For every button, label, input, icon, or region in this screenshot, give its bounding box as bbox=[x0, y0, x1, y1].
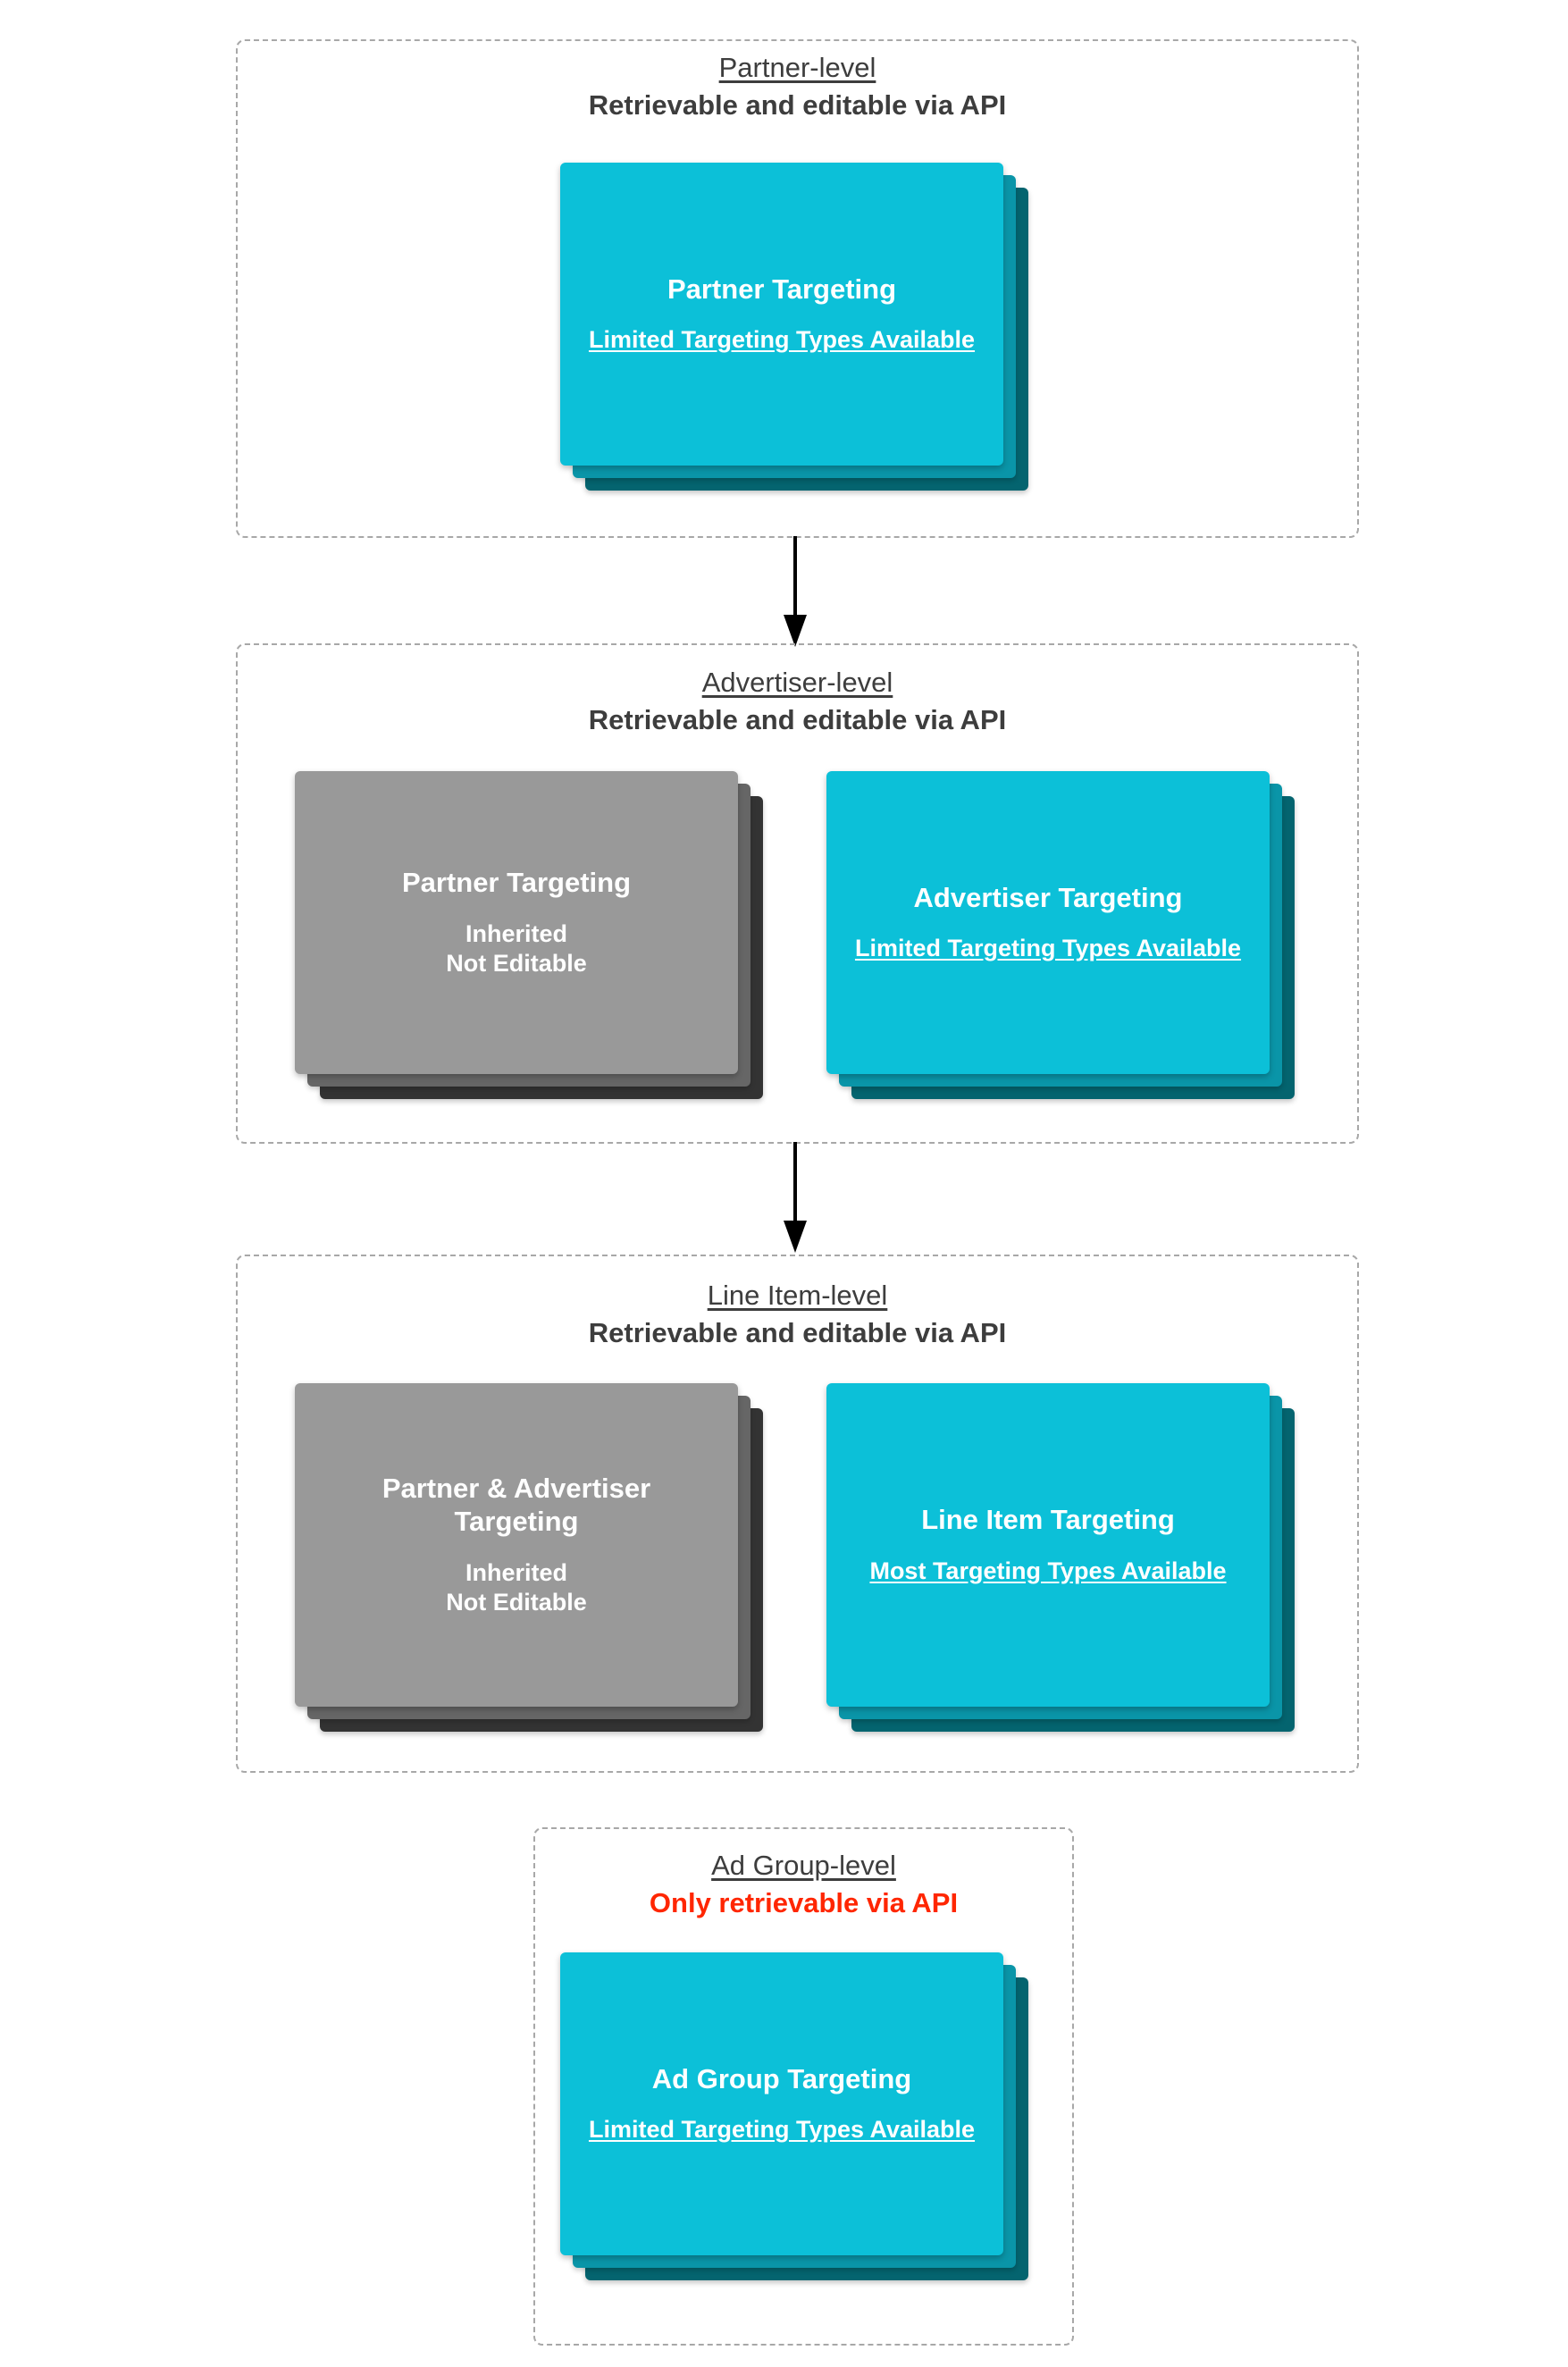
card-note: Inherited Not Editable bbox=[446, 1558, 587, 1616]
card-title: Ad Group Targeting bbox=[651, 2062, 912, 2094]
card-layer-front[interactable]: Partner & Advertiser Targeting Inherited… bbox=[295, 1383, 738, 1707]
card-title: Advertiser Targeting bbox=[913, 881, 1183, 913]
card-note: Limited Targeting Types Available bbox=[854, 935, 1242, 962]
card-stack-advertiser-targeting[interactable]: Advertiser Targeting Limited Targeting T… bbox=[826, 771, 1295, 1099]
card-stack-advertiser-inherited[interactable]: Partner Targeting Inherited Not Editable bbox=[295, 771, 763, 1099]
level-box-advertiser bbox=[236, 643, 1359, 1144]
card-title: Partner Targeting bbox=[667, 273, 897, 305]
connector-arrow-advertiser-to-line-item bbox=[784, 1142, 807, 1253]
card-note: Most Targeting Types Available bbox=[869, 1557, 1227, 1584]
connector-arrow-partner-to-advertiser bbox=[784, 536, 807, 647]
level-box-line-item bbox=[236, 1255, 1359, 1773]
card-note: Inherited Not Editable bbox=[446, 919, 587, 977]
card-layer-front[interactable]: Partner Targeting Limited Targeting Type… bbox=[560, 163, 1003, 466]
card-layer-front[interactable]: Advertiser Targeting Limited Targeting T… bbox=[826, 771, 1270, 1074]
card-stack-line-item-inherited[interactable]: Partner & Advertiser Targeting Inherited… bbox=[295, 1383, 763, 1732]
card-layer-front[interactable]: Ad Group Targeting Limited Targeting Typ… bbox=[560, 1952, 1003, 2255]
level-box-partner bbox=[236, 39, 1359, 538]
card-layer-front[interactable]: Partner Targeting Inherited Not Editable bbox=[295, 771, 738, 1074]
card-title: Line Item Targeting bbox=[921, 1504, 1175, 1536]
card-title: Partner & Advertiser Targeting bbox=[382, 1473, 651, 1538]
card-stack-line-item-targeting[interactable]: Line Item Targeting Most Targeting Types… bbox=[826, 1383, 1295, 1732]
card-stack-partner-targeting[interactable]: Partner Targeting Limited Targeting Type… bbox=[560, 163, 1028, 491]
card-note: Limited Targeting Types Available bbox=[588, 2116, 976, 2144]
card-note: Limited Targeting Types Available bbox=[588, 326, 976, 354]
card-layer-front[interactable]: Line Item Targeting Most Targeting Types… bbox=[826, 1383, 1270, 1707]
card-stack-ad-group-targeting[interactable]: Ad Group Targeting Limited Targeting Typ… bbox=[560, 1952, 1028, 2280]
level-box-ad-group bbox=[533, 1827, 1074, 2346]
card-title: Partner Targeting bbox=[401, 867, 632, 899]
